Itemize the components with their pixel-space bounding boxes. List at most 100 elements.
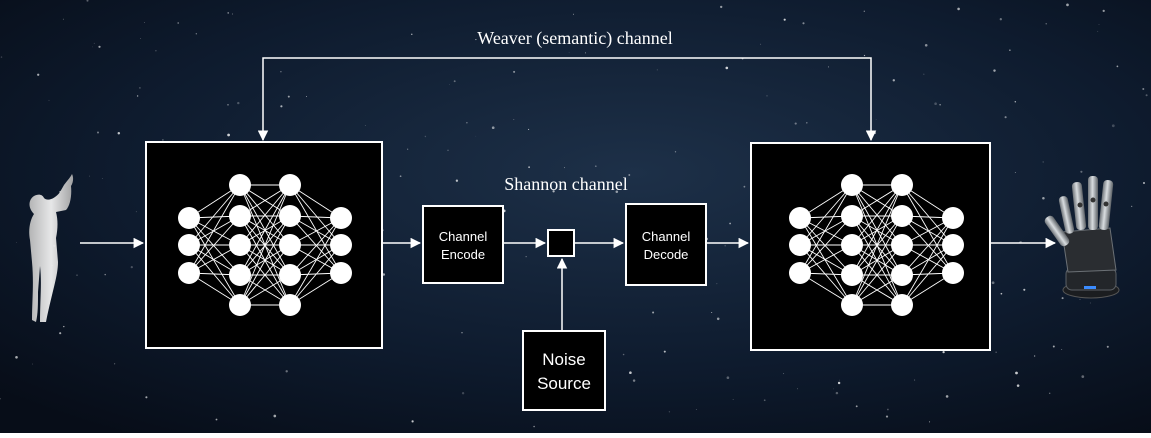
network-node — [229, 234, 251, 256]
star — [98, 45, 101, 48]
channel-encode-label-line2: Encode — [441, 247, 485, 262]
star — [716, 283, 718, 285]
star — [835, 391, 839, 395]
star — [1142, 87, 1145, 91]
star — [934, 102, 937, 105]
network-edge — [799, 184, 853, 246]
network-edge — [239, 184, 291, 246]
network-node — [229, 174, 251, 196]
star — [1009, 49, 1011, 51]
star — [1061, 297, 1064, 300]
weaver-channel-line — [257, 57, 877, 142]
star — [1016, 384, 1020, 387]
channel-encode-block: Channel Encode — [422, 205, 504, 284]
star — [525, 256, 527, 258]
network-edge — [188, 184, 241, 246]
star — [1098, 24, 1100, 25]
star — [285, 370, 288, 373]
star — [382, 273, 386, 276]
network-edge — [289, 184, 342, 274]
network-edge — [851, 184, 903, 306]
star — [999, 18, 1002, 21]
star — [783, 18, 786, 21]
star — [273, 414, 277, 418]
star — [513, 118, 515, 120]
star — [136, 95, 139, 97]
star — [945, 395, 949, 398]
network-edge — [901, 184, 954, 274]
network-node — [891, 294, 913, 316]
star — [887, 408, 889, 411]
network-node — [229, 294, 251, 316]
network-node — [229, 264, 251, 286]
star — [806, 122, 808, 124]
star — [528, 128, 530, 130]
star — [732, 398, 734, 400]
network-node — [891, 174, 913, 196]
star — [885, 415, 889, 418]
star — [237, 101, 240, 105]
star — [62, 18, 64, 20]
star — [114, 363, 116, 365]
network-node — [330, 262, 352, 284]
star — [1145, 94, 1148, 97]
network-node — [330, 207, 352, 229]
noise-source-label-line2: Source — [537, 374, 591, 393]
star — [863, 10, 865, 12]
weaver-channel-label: Weaver (semantic) channel — [477, 28, 672, 49]
star — [1033, 355, 1036, 357]
star — [584, 52, 587, 54]
weaver-channel-loop: Weaver (semantic) channel — [257, 28, 877, 142]
star — [993, 69, 996, 72]
network-edge — [188, 215, 241, 274]
star — [663, 350, 666, 353]
star — [797, 388, 798, 390]
star — [448, 84, 450, 86]
star — [37, 73, 40, 76]
channel-encode-box — [422, 205, 504, 284]
star — [632, 379, 636, 382]
network-edge — [901, 184, 954, 246]
star — [447, 149, 449, 152]
star — [227, 12, 230, 14]
star — [0, 56, 3, 58]
star — [837, 381, 841, 385]
star — [711, 312, 713, 313]
star — [794, 122, 797, 125]
star — [144, 22, 145, 23]
star — [564, 167, 565, 169]
star — [101, 178, 103, 179]
network-edge — [851, 184, 903, 246]
star — [528, 166, 530, 169]
star — [461, 332, 463, 334]
network-node — [891, 264, 913, 286]
star — [513, 70, 516, 73]
star — [939, 104, 941, 106]
star — [760, 43, 762, 45]
star — [833, 388, 834, 390]
star — [724, 244, 726, 247]
star — [652, 311, 655, 314]
star — [140, 38, 142, 39]
network-edge — [188, 184, 241, 274]
star — [59, 332, 62, 335]
noise-summing-node — [547, 229, 575, 257]
star — [117, 131, 121, 135]
network-node — [789, 207, 811, 229]
star — [1131, 205, 1133, 207]
star — [130, 265, 133, 269]
star — [923, 73, 925, 75]
network-node — [178, 262, 200, 284]
star — [594, 165, 597, 168]
star — [726, 376, 730, 380]
star — [1097, 30, 1099, 32]
network-edge — [289, 184, 342, 246]
star — [929, 421, 931, 423]
star — [93, 42, 95, 44]
star — [453, 80, 456, 83]
encoder-neural-network — [145, 141, 383, 349]
network-edge — [851, 215, 903, 306]
star — [875, 118, 877, 120]
network-node — [942, 207, 964, 229]
star — [1089, 302, 1091, 304]
